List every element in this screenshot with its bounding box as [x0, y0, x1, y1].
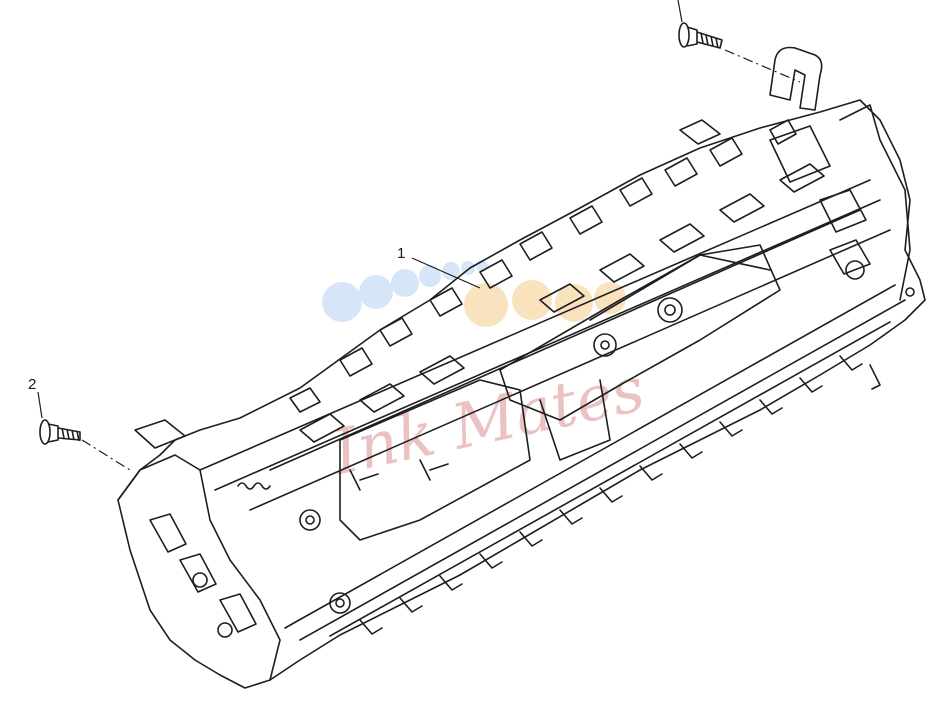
leader-part-2-right: [677, 0, 683, 23]
spring: [237, 482, 271, 490]
leader-part-1: [411, 257, 481, 289]
base-rail: [299, 299, 906, 641]
right-cover: [499, 244, 781, 421]
bottom-teeth: [359, 355, 881, 635]
left-end-cap: [117, 454, 281, 681]
right-end-cap: [839, 104, 911, 301]
center-cover: [339, 379, 531, 541]
top-ribs: [289, 119, 797, 413]
screw-head-right-cover: [657, 297, 683, 323]
axis-screw-left: [81, 439, 131, 471]
screw-head-lower-left: [329, 592, 351, 614]
fuser-unit: [117, 46, 926, 689]
screw-head-center: [593, 333, 617, 357]
callout-part-1: 1: [397, 245, 405, 262]
screw-left: [39, 419, 81, 445]
leader-part-2-left: [37, 391, 43, 419]
axis-screw-right: [724, 49, 801, 83]
screw-right: [678, 22, 723, 49]
leader-lines: [37, 0, 801, 471]
callout-part-2-left: 2: [28, 376, 36, 393]
screw-head-left-end: [299, 509, 321, 531]
release-lever: [769, 46, 823, 111]
guide-slots: [299, 163, 825, 443]
